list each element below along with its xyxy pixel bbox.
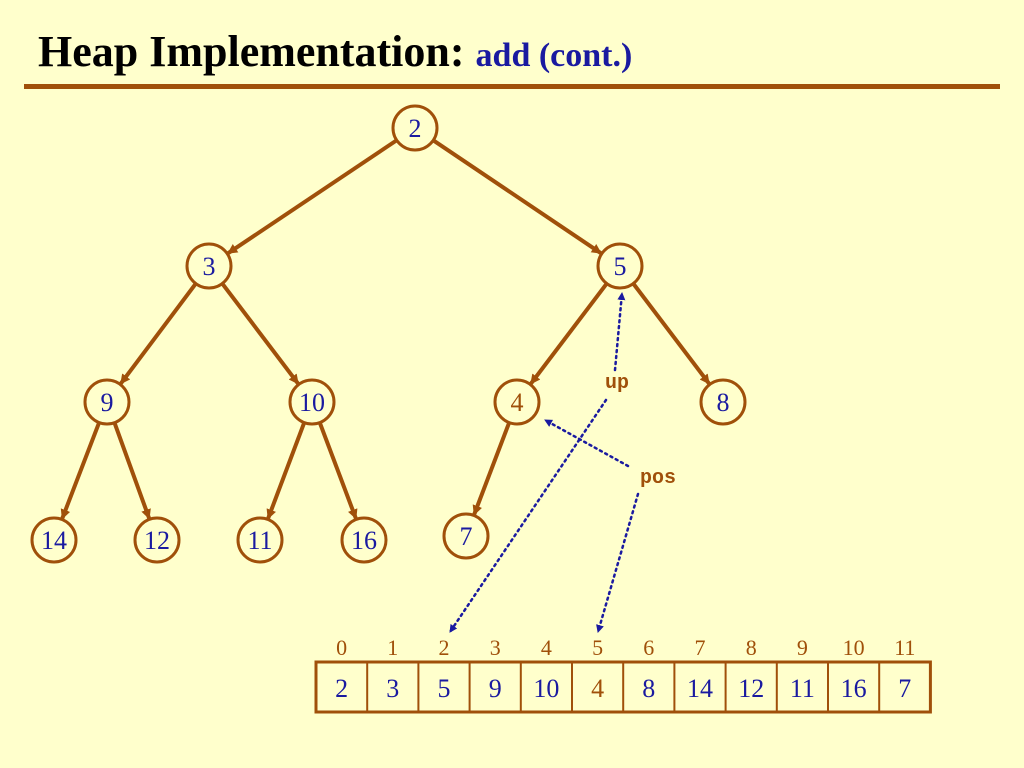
title-rule xyxy=(24,84,1000,89)
up-pointer-label: up xyxy=(605,372,629,395)
array-index-label: 9 xyxy=(797,635,808,660)
array-index-label: 6 xyxy=(643,635,654,660)
node-label: 11 xyxy=(247,526,272,555)
heap-array: 2 0 3 1 5 2 9 3 10 4 4 5 8 6 14 7 12 8 11 9 16 10 7 11 xyxy=(314,635,932,714)
tree-edge xyxy=(119,282,198,385)
array-cell-value: 3 xyxy=(386,674,399,703)
tree-edge xyxy=(317,421,358,520)
node-circle xyxy=(288,378,336,426)
array-index-label: 11 xyxy=(894,635,915,660)
tree-node: 12 xyxy=(133,516,181,564)
array-index-label: 2 xyxy=(439,635,450,660)
node-circle xyxy=(236,516,284,564)
node-label: 8 xyxy=(717,388,730,417)
pointer-arrow xyxy=(613,291,626,372)
array-cell-value: 16 xyxy=(841,674,867,703)
array-cell-value: 10 xyxy=(533,674,559,703)
array-index-label: 10 xyxy=(843,635,865,660)
tree-edge xyxy=(432,138,603,255)
node-label: 14 xyxy=(41,526,67,555)
tree-node: 4 xyxy=(493,378,541,426)
node-label: 7 xyxy=(460,522,473,551)
node-circle xyxy=(185,242,233,290)
pointer-arrow xyxy=(448,398,608,634)
array-cell-value: 2 xyxy=(335,674,348,703)
array-index-label: 7 xyxy=(695,635,706,660)
tree-node: 3 xyxy=(185,242,233,290)
tree-edge xyxy=(220,282,300,385)
node-label: 4 xyxy=(511,388,524,417)
tree-edge xyxy=(529,282,609,385)
node-circle xyxy=(699,378,747,426)
tree-node: 11 xyxy=(236,516,284,564)
array-cell-value: 12 xyxy=(738,674,764,703)
tree-node: 14 xyxy=(30,516,78,564)
array-cell-value: 5 xyxy=(438,674,451,703)
node-circle xyxy=(596,242,644,290)
node-circle xyxy=(83,378,131,426)
node-circle xyxy=(442,512,490,560)
tree-node: 2 xyxy=(391,104,439,152)
node-circle xyxy=(133,516,181,564)
pointer-arrow xyxy=(596,492,640,634)
node-circle xyxy=(340,516,388,564)
array-index-label: 3 xyxy=(490,635,501,660)
node-circle xyxy=(493,378,541,426)
tree-node: 10 xyxy=(288,378,336,426)
tree-nodes: 2 3 5 9 10 4 8 14 12 11 16 7 xyxy=(30,104,747,564)
tree-node: 8 xyxy=(699,378,747,426)
node-label: 12 xyxy=(144,526,170,555)
tree-edge xyxy=(60,421,101,520)
tree-node: 9 xyxy=(83,378,131,426)
slide-title: Heap Implementation: add (cont.) xyxy=(38,26,632,77)
pointer-arrows: up pos xyxy=(448,291,676,634)
tree-edge xyxy=(112,422,152,520)
tree-node: 5 xyxy=(596,242,644,290)
tree-edge xyxy=(631,282,711,385)
node-label: 9 xyxy=(101,388,114,417)
array-index-label: 1 xyxy=(387,635,398,660)
array-cell-value: 9 xyxy=(489,674,502,703)
tree-edges xyxy=(60,138,711,520)
array-index-label: 5 xyxy=(592,635,603,660)
node-label: 2 xyxy=(409,114,422,143)
tree-edge xyxy=(226,138,398,255)
pointer-arrow xyxy=(543,418,630,468)
node-label: 10 xyxy=(299,388,325,417)
pos-pointer-label: pos xyxy=(640,467,676,490)
node-label: 3 xyxy=(203,252,216,281)
array-cell-value: 4 xyxy=(591,674,604,703)
array-cell-value: 8 xyxy=(642,674,655,703)
node-circle xyxy=(391,104,439,152)
array-cell-value: 14 xyxy=(687,674,713,703)
tree-node: 7 xyxy=(442,512,490,560)
array-cell-value: 11 xyxy=(790,674,815,703)
array-index-label: 4 xyxy=(541,635,552,660)
node-circle xyxy=(30,516,78,564)
array-index-label: 8 xyxy=(746,635,757,660)
title-sub: add (cont.) xyxy=(475,37,633,74)
title-main: Heap Implementation: xyxy=(38,27,476,76)
tree-node: 16 xyxy=(340,516,388,564)
array-cell-value: 7 xyxy=(898,674,911,703)
tree-edge xyxy=(472,421,512,516)
node-label: 16 xyxy=(351,526,377,555)
node-label: 5 xyxy=(614,252,627,281)
tree-edge xyxy=(266,421,307,520)
array-index-label: 0 xyxy=(336,635,347,660)
